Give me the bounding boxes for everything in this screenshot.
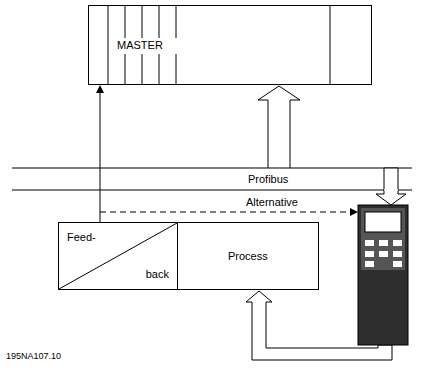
feedback-box: Feed-back <box>58 222 178 290</box>
alternative-line <box>100 212 350 213</box>
node-text: MASTER <box>115 39 165 52</box>
figure-number: 195NA107.10 <box>4 350 63 363</box>
process-box: Process <box>177 222 319 290</box>
bus-arrow <box>258 86 300 168</box>
connector <box>96 85 104 222</box>
bus-label: Profibus <box>246 173 290 186</box>
master-box: MASTER <box>88 5 372 85</box>
bus-label: Alternative <box>244 196 300 209</box>
bus-lines <box>12 168 412 190</box>
rack-slots <box>108 5 330 85</box>
arrowhead <box>350 208 358 216</box>
node-text: Process <box>226 250 270 263</box>
bus-arrow <box>376 168 406 205</box>
node-text: back <box>144 268 171 281</box>
drive-unit <box>358 205 408 345</box>
node-text: Feed- <box>65 231 98 244</box>
